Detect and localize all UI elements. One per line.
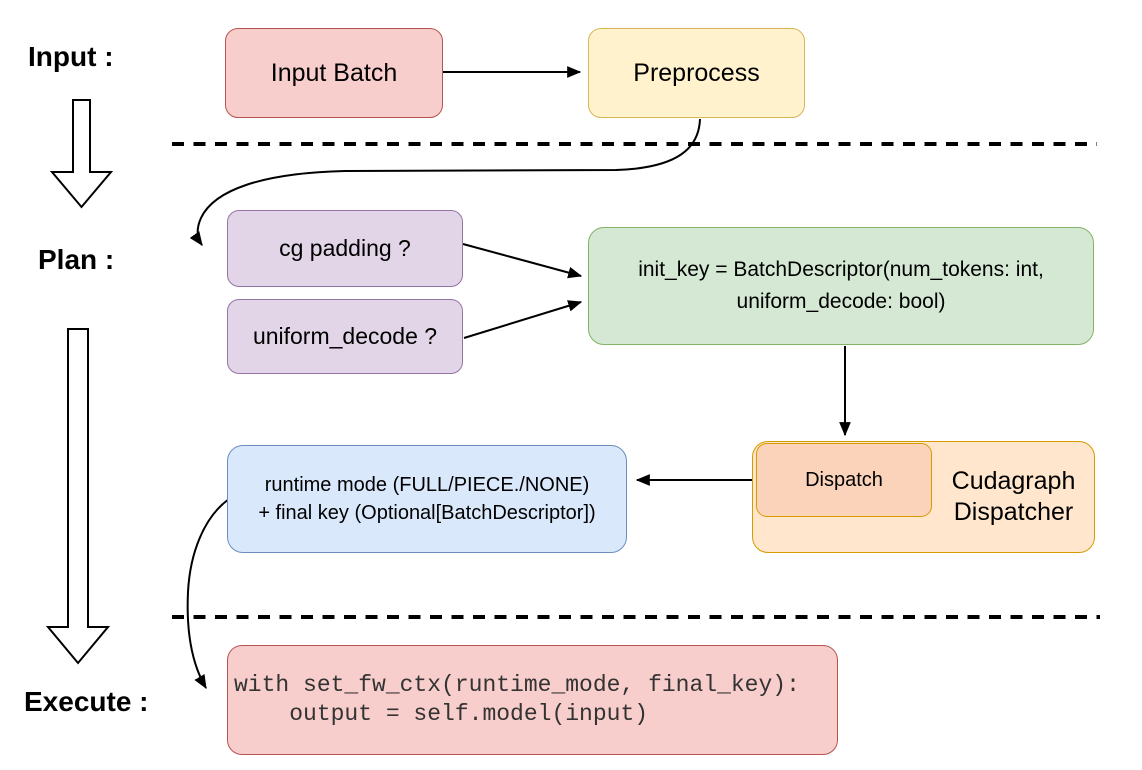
stage-label-input: Input : bbox=[28, 41, 114, 72]
node-runtime-mode: runtime mode (FULL/PIECE./NONE) + final … bbox=[227, 445, 627, 553]
stage-label-plan: Plan : bbox=[38, 244, 115, 275]
cudagraph-dispatcher-line1: Cudagraph bbox=[951, 467, 1076, 495]
stage-arrow-input-to-plan-icon bbox=[49, 99, 114, 209]
curve-runtime-mode-to-execute-code bbox=[186, 498, 230, 690]
node-preprocess-label: Preprocess bbox=[633, 58, 760, 87]
node-init-key: init_key = BatchDescriptor(num_tokens: i… bbox=[588, 227, 1094, 345]
node-uniform-decode-label: uniform_decode ? bbox=[252, 323, 438, 349]
execute-code-line2: output = self.model(input) bbox=[234, 701, 649, 727]
arrow-uniform-decode-to-init-key bbox=[463, 300, 583, 339]
node-runtime-mode-line2: + final key (Optional[BatchDescriptor]) bbox=[258, 502, 596, 524]
arrow-cg-padding-to-init-key bbox=[462, 243, 583, 279]
execute-code-line1: with set_fw_ctx(runtime_mode, final_key)… bbox=[234, 672, 800, 698]
node-input-batch: Input Batch bbox=[225, 28, 443, 118]
stage-label-execute: Execute : bbox=[24, 686, 149, 717]
node-runtime-mode-line1: runtime mode (FULL/PIECE./NONE) bbox=[264, 474, 590, 496]
node-preprocess: Preprocess bbox=[588, 28, 805, 118]
node-cg-padding: cg padding ? bbox=[227, 210, 463, 287]
node-execute-code: with set_fw_ctx(runtime_mode, final_key)… bbox=[227, 645, 838, 755]
node-init-key-line2: uniform_decode: bool) bbox=[736, 290, 946, 313]
node-dispatch-label: Dispatch bbox=[805, 468, 883, 491]
cudagraph-dispatcher-line2: Dispatcher bbox=[953, 498, 1074, 526]
node-input-batch-label: Input Batch bbox=[270, 58, 398, 87]
node-cg-padding-label: cg padding ? bbox=[279, 235, 411, 261]
node-uniform-decode: uniform_decode ? bbox=[227, 299, 463, 374]
stage-arrow-plan-to-execute-icon bbox=[45, 328, 111, 665]
node-dispatch: Dispatch bbox=[756, 443, 932, 517]
node-cudagraph-dispatcher-label: Cudagraph Dispatcher bbox=[932, 443, 1095, 551]
node-init-key-line1: init_key = BatchDescriptor(num_tokens: i… bbox=[638, 258, 1044, 281]
